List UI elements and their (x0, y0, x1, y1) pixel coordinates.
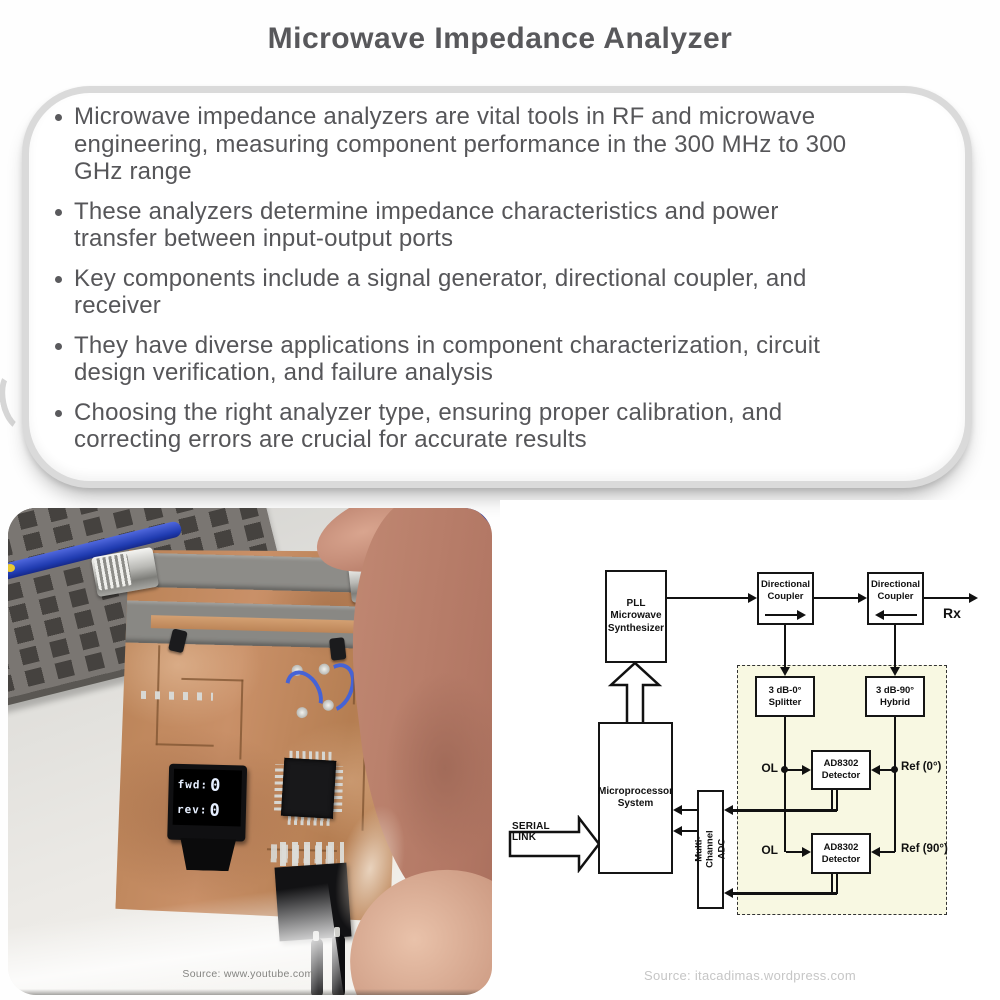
control-block-arrow-up (607, 661, 663, 724)
arrowhead (871, 847, 880, 857)
bullet-item: These analyzers determine impedance char… (55, 198, 935, 253)
coupler-direction-arrow-right (797, 610, 806, 620)
arrowhead (748, 593, 757, 603)
rx-label: Rx (943, 605, 961, 621)
display-label: fwd: (177, 777, 209, 792)
oled-screen: fwd: 0 rev: 0 (173, 769, 242, 827)
probe-tip (334, 927, 340, 937)
smd-diode-right (329, 637, 346, 661)
arrowhead (673, 805, 682, 815)
serial-link-block-arrow (508, 815, 601, 873)
pll-synthesizer-box: PLL Microwave Synthesizer (605, 570, 667, 663)
pcb-trace (239, 679, 243, 759)
header-solder-pins (280, 842, 344, 866)
detector-output-bus (831, 790, 838, 811)
bullet-dot (55, 409, 62, 417)
bullet-dot (55, 342, 62, 350)
display-row: fwd: 0 (177, 772, 238, 799)
microprocessor-box: Microprocessor System (598, 722, 673, 874)
coupled-line (784, 625, 786, 668)
ol-label-1: OL (761, 761, 778, 775)
ref0-label: Ref (0°) (901, 761, 942, 773)
oled-display-module: fwd: 0 rev: 0 (167, 764, 247, 842)
splitter-box: 3 dB-0° Splitter (755, 676, 815, 717)
arrowhead (890, 667, 900, 676)
pcb-trace (156, 743, 214, 747)
directional-coupler-1-box: Directional Coupler (757, 572, 814, 625)
display-value: 0 (209, 775, 221, 796)
ref-line (880, 851, 895, 853)
display-connector-tab (178, 838, 237, 872)
bullet-text: They have diverse applications in compon… (74, 331, 821, 387)
arrowhead (673, 826, 682, 836)
display-row: rev: 0 (177, 797, 238, 824)
photo-source-credit: Source: www.youtube.com (182, 968, 314, 980)
arrowhead (724, 805, 733, 815)
coupler-direction-line (883, 614, 917, 616)
yellow-wire-tip (8, 564, 15, 572)
signal-line (667, 597, 748, 599)
sma-thread-left (93, 553, 133, 591)
bullet-dot (55, 114, 62, 121)
bullet-list: Microwave impedance analyzers are vital … (55, 103, 935, 466)
display-label: rev: (176, 802, 208, 817)
page-title: Microwave Impedance Analyzer (267, 22, 733, 55)
arrowhead (780, 667, 790, 676)
solder-pin-row (141, 691, 213, 701)
bullet-item: Microwave impedance analyzers are vital … (55, 103, 935, 186)
serial-link-label: SERIAL LINK (512, 821, 550, 843)
coupler-direction-line (765, 614, 799, 616)
arrowhead (802, 847, 811, 857)
signal-line (814, 597, 858, 599)
bullet-dot (55, 208, 62, 216)
ref-line (880, 769, 895, 771)
pcb-photo: fwd: 0 rev: 0 Sourc (8, 508, 492, 995)
ol-rail (784, 717, 786, 852)
bullet-item: Key components include a signal generato… (55, 265, 935, 320)
photo-edge-shadow (8, 989, 492, 995)
ref90-label: Ref (90°) (901, 843, 948, 855)
bullet-item: Choosing the right analyzer type, ensuri… (55, 399, 935, 454)
arrowhead (871, 765, 880, 775)
ol-label-2: OL (761, 843, 778, 857)
ref-rail (894, 717, 896, 852)
display-value: 0 (209, 800, 220, 821)
hybrid-box: 3 dB-90° Hybrid (865, 676, 925, 717)
coupler-direction-arrow-left (875, 610, 884, 620)
adc-input-line (733, 809, 837, 812)
pcb-trace (181, 678, 243, 682)
ol-line (786, 851, 802, 853)
bullet-text: Microwave impedance analyzers are vital … (74, 103, 847, 185)
adc-mp-line (682, 830, 697, 832)
detector-2-box: AD8302 Detector (811, 833, 871, 874)
adc-input-line (733, 892, 837, 895)
bullet-item: They have diverse applications in compon… (55, 332, 935, 387)
bullet-text: Key components include a signal generato… (74, 264, 807, 320)
arrowhead (858, 593, 867, 603)
adc-label: Multi-Channel ADC (693, 830, 728, 869)
block-diagram: SERIAL LINK PLL Microwave Synthesizer Di… (500, 500, 1000, 1000)
bullet-text: Choosing the right analyzer type, ensuri… (74, 398, 783, 454)
arrowhead (724, 888, 733, 898)
arrowhead (969, 593, 978, 603)
diagram-source-credit: Source: itacadimas.wordpress.com (644, 968, 856, 983)
detector-1-box: AD8302 Detector (811, 750, 871, 790)
bullet-text: These analyzers determine impedance char… (74, 197, 779, 253)
adc-box: Multi-Channel ADC (693, 790, 727, 909)
bullet-dot (55, 275, 62, 283)
detector-output-bus (831, 874, 838, 894)
bullet-panel: Microwave impedance analyzers are vital … (22, 86, 972, 488)
signal-line (924, 597, 969, 599)
microcontroller-chip (281, 758, 336, 819)
adc-mp-line (682, 809, 697, 811)
ol-line (786, 769, 802, 771)
junction-dot (781, 766, 788, 773)
coupled-line (894, 625, 896, 668)
arrowhead (802, 765, 811, 775)
